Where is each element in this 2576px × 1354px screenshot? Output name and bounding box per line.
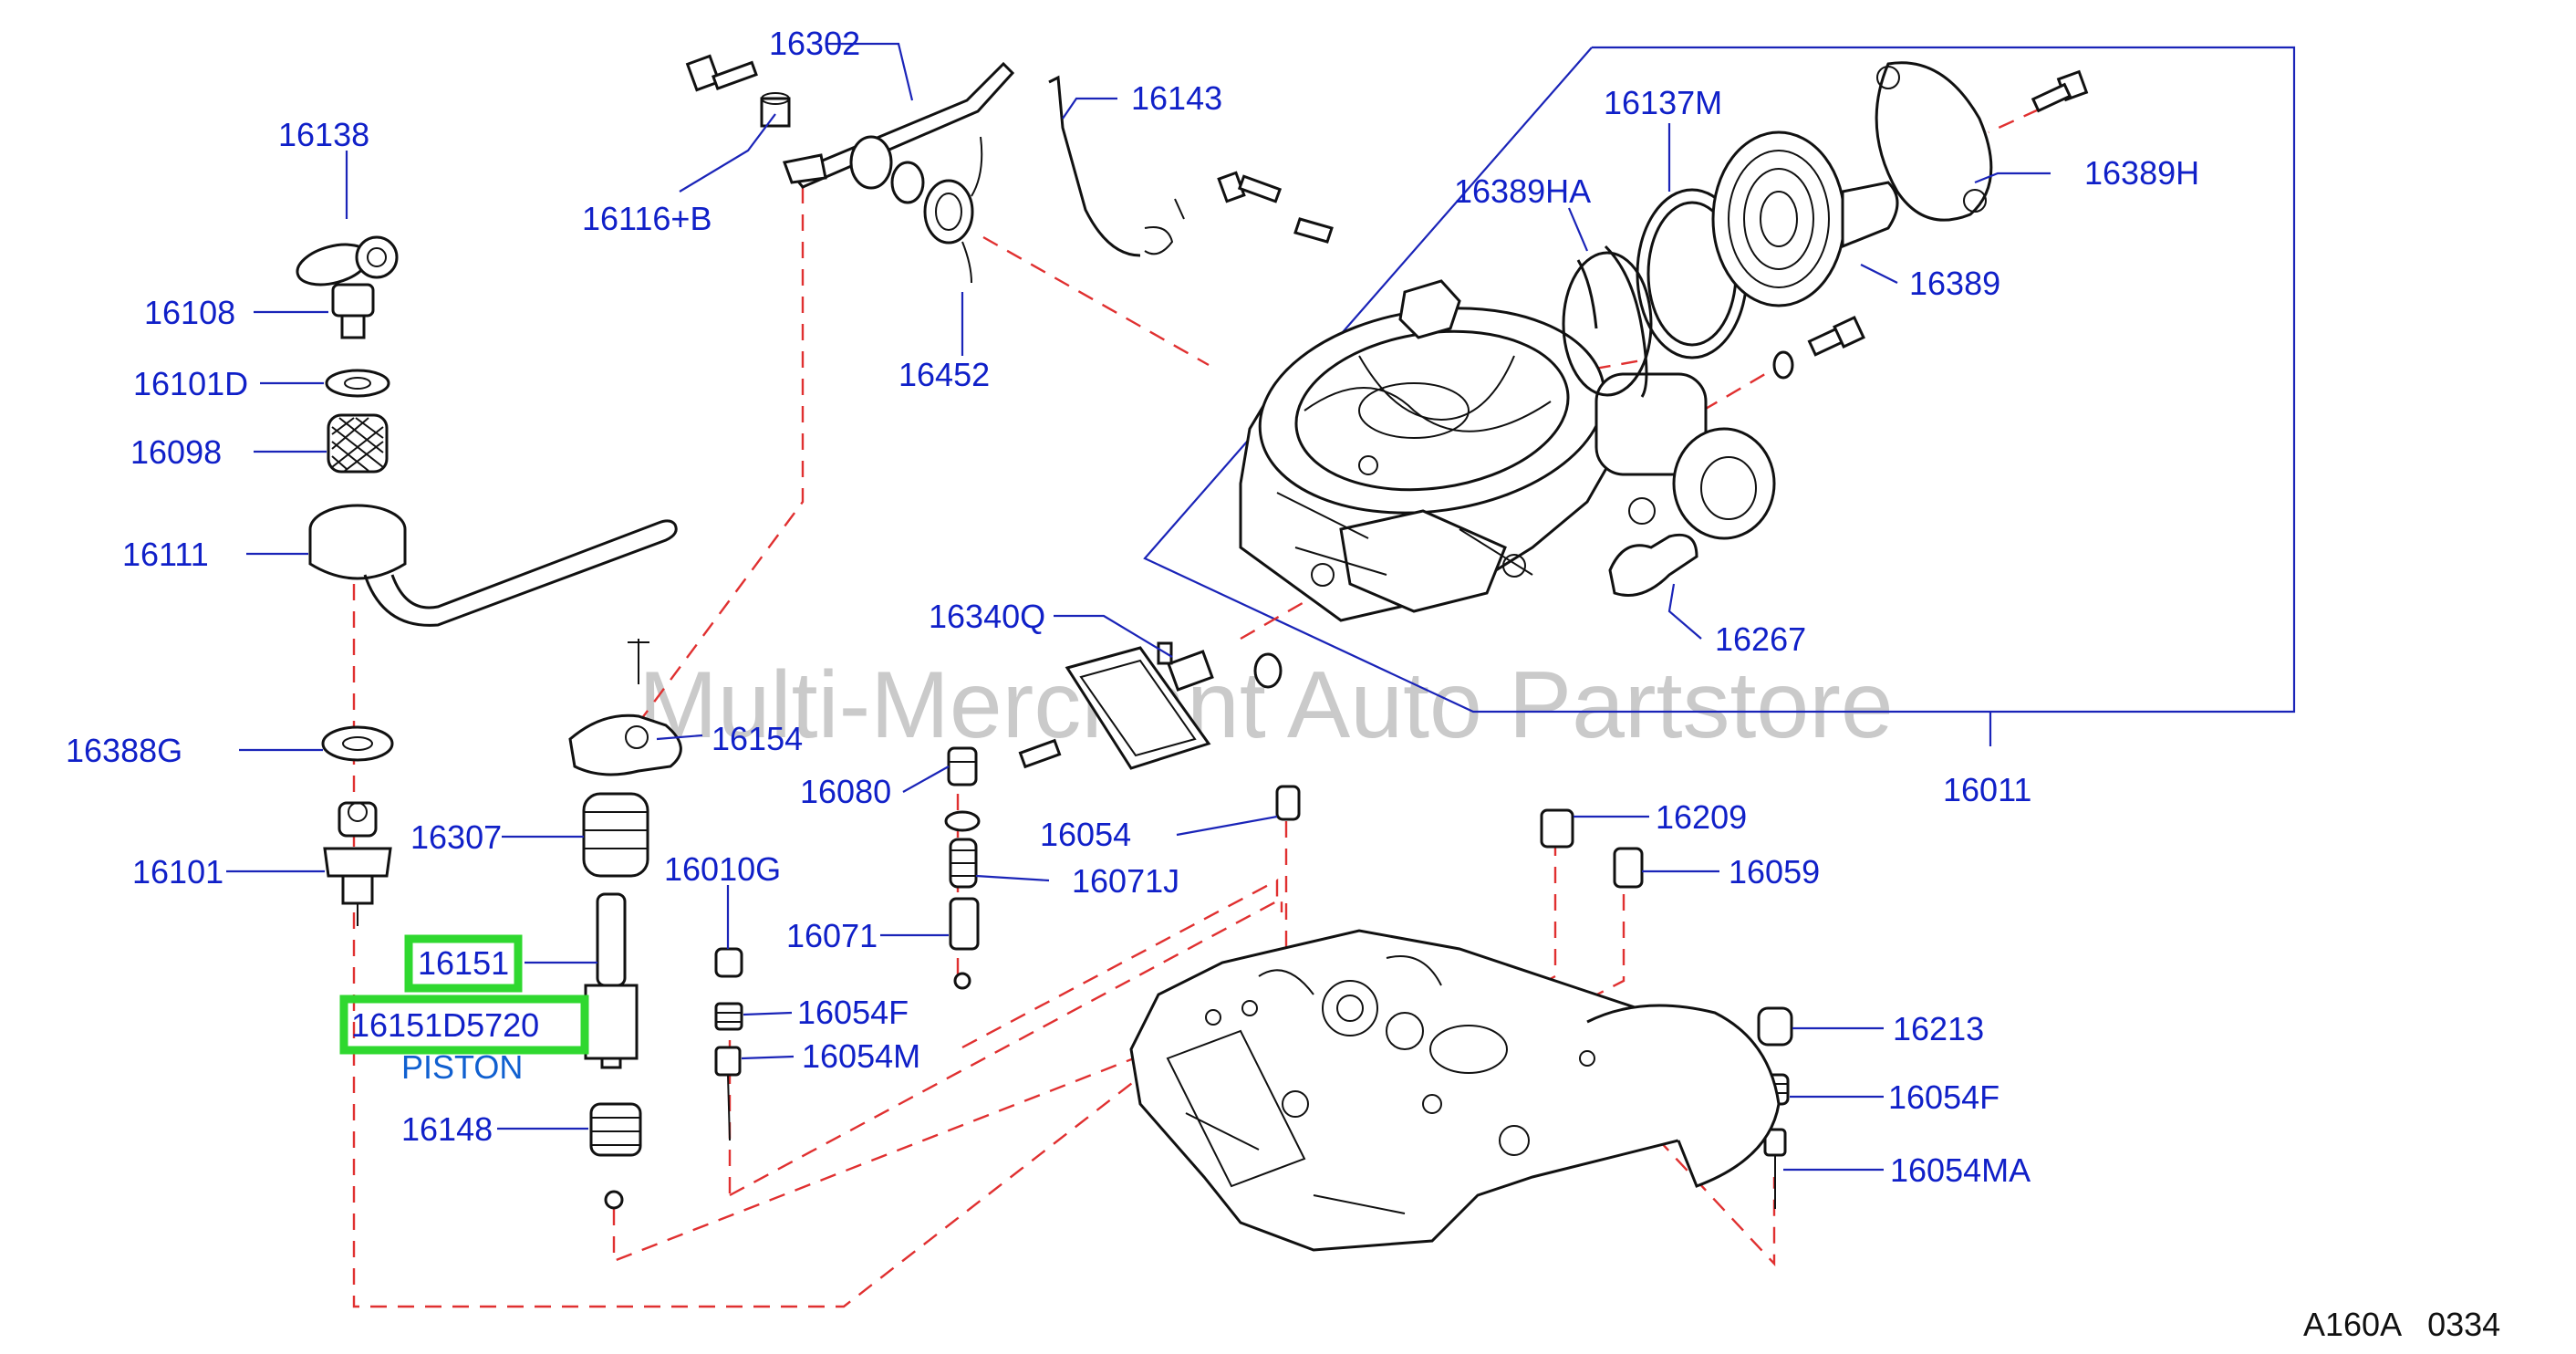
label-16054: 16054 [1040,816,1131,853]
label-16071: 16071 [786,917,878,954]
assembly-bracket [1143,46,2296,713]
label-16108: 16108 [144,294,235,331]
label-16307: 16307 [410,818,502,856]
label-16054F: 16054F [797,994,909,1031]
label-16137M: 16137M [1604,84,1722,121]
highlight-16151 [404,934,523,993]
label-16213: 16213 [1893,1010,1984,1047]
label-16452: 16452 [898,356,990,393]
label-16151: 16151 [418,944,509,982]
label-16054MA: 16054MA [1890,1151,2031,1189]
highlight-16151D5720 [339,995,589,1055]
label-16080: 16080 [800,773,891,810]
label-16143: 16143 [1131,79,1222,117]
label-16138: 16138 [278,116,369,153]
label-16010G: 16010G [664,850,781,888]
label-16389H: 16389H [2084,154,2199,192]
label-16154: 16154 [712,720,803,757]
label-16389: 16389 [1909,265,2000,302]
leader-lines [226,42,2051,1172]
label-16388G: 16388G [66,732,182,769]
label-16071J: 16071J [1072,862,1179,900]
highlighted-part-description: PISTON [401,1048,523,1086]
label-16098: 16098 [130,433,222,471]
label-16101: 16101 [132,853,223,891]
highlighted-part-number: 16151D5720 [351,1006,539,1044]
label-16116B: 16116+B [582,200,712,237]
label-16111: 16111 [122,536,209,573]
label-16101D: 16101D [133,365,248,402]
part-labels: 16302 16143 16138 16116+B 16137M 16389HA… [66,25,2199,1189]
diagram-reference-code: A160A 0334 [2303,1306,2500,1343]
part-drawings [296,54,2089,1252]
label-16011: 16011 [1943,771,2031,808]
label-16340Q: 16340Q [929,598,1045,635]
label-16054M: 16054M [802,1037,920,1075]
label-16054F-2: 16054F [1888,1078,2000,1116]
label-16302: 16302 [769,25,860,62]
label-16267: 16267 [1715,620,1806,658]
label-16059: 16059 [1729,853,1820,891]
label-16209: 16209 [1656,798,1747,836]
label-16389HA: 16389HA [1454,172,1591,210]
label-16148: 16148 [401,1110,493,1148]
